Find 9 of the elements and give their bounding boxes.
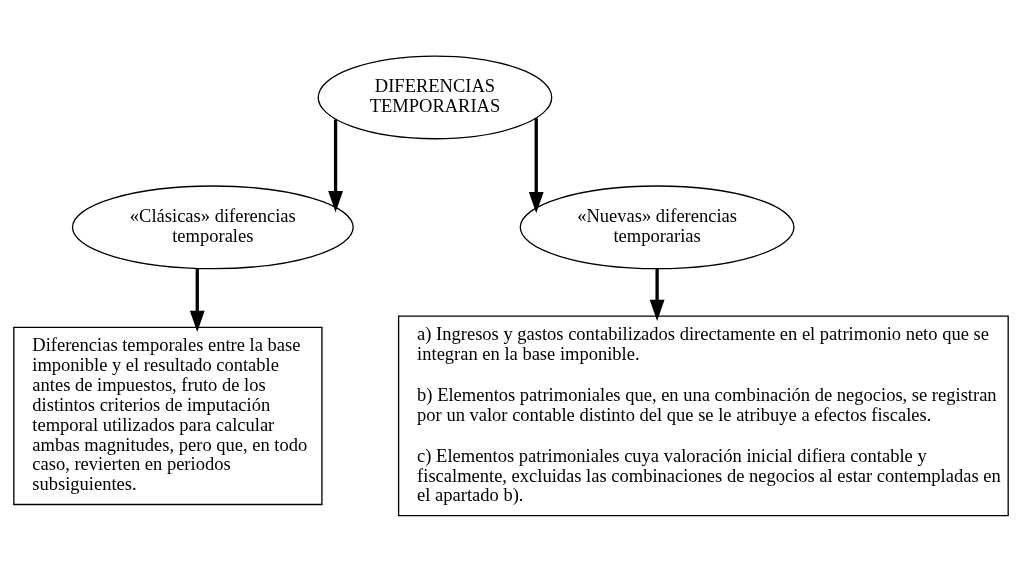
arrow (649, 268, 665, 321)
arrow (528, 117, 544, 213)
node-ellipse: «Nuevas» diferencias temporarias (519, 184, 795, 269)
node-ellipse: «Clásicas» diferencias temporales (71, 184, 354, 269)
node-box: a) Ingresos y gastos contabilizados directamente en el patrimonio neto que se integran en la base imponible. b) Elementos patrimoniales que, en una combinación de negocios, se registran por un valor contable distinto del que se le atribuye a efectos fiscales. c) Elementos patrimoniales cuya valoración inicial difiera contable y fiscalmente, excluidas las combinaciones de negocios al estar contempladas en el apartado b). (397, 314, 1009, 516)
node-ellipse: DIFERENCIAS TEMPORARIAS (317, 54, 553, 139)
arrow (328, 118, 343, 212)
node-box: Diferencias temporales entre la base imponible y el resultado contable antes de impuestos, fruto de los distintos criterios de imputación temporal utilizados para calcular ambas magnitudes, pero que, en todo caso, revierten en periodos subsiguientes. (13, 326, 323, 505)
arrow (189, 267, 205, 332)
